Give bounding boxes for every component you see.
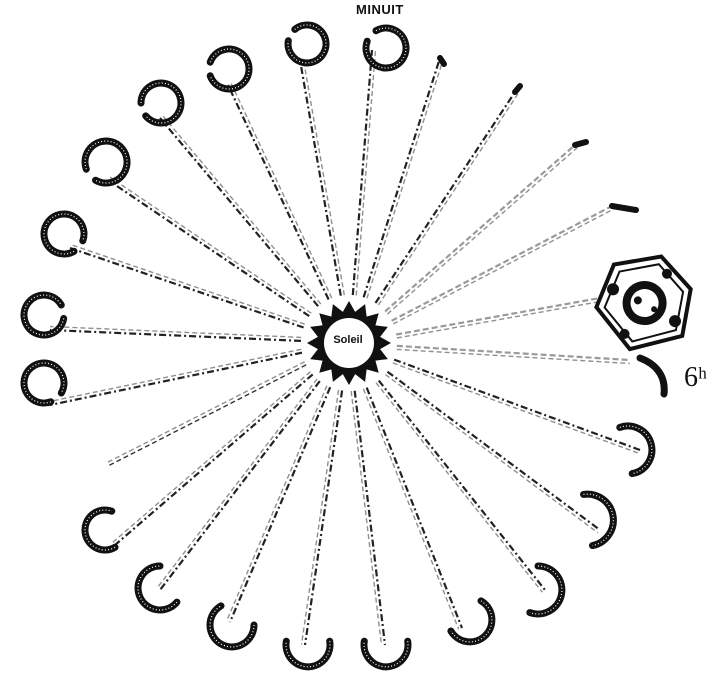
hook-icon <box>530 566 562 614</box>
hook-icon <box>286 641 330 667</box>
hook-icon <box>85 510 115 550</box>
sun-ray-edge <box>113 372 311 543</box>
sun-ray <box>394 360 640 450</box>
hour-label: 6ʰ <box>684 362 707 394</box>
sun-ray-edge <box>367 59 443 298</box>
sun-ray <box>160 118 318 306</box>
sun-ray-edge <box>378 94 518 305</box>
ray-tip <box>515 86 520 92</box>
hook-icon <box>584 494 614 545</box>
sun-ray-edge <box>49 349 301 401</box>
sun-ray <box>379 381 545 590</box>
sun-ray <box>230 387 330 622</box>
sun-ray-edge <box>397 301 601 338</box>
sun-ray-edge <box>363 389 458 629</box>
sun-label: Soleil <box>330 334 366 346</box>
sun-ray <box>392 206 612 321</box>
sun-ray-edge <box>376 383 542 592</box>
hook-icon <box>451 601 492 642</box>
sun-ray <box>108 365 306 466</box>
sun-ray <box>50 330 301 341</box>
sun-ray-edge <box>356 50 375 295</box>
sun-ray <box>115 374 313 545</box>
sun-ray-edge <box>397 349 630 363</box>
hook-icon <box>364 641 408 667</box>
sun-ray <box>355 391 385 645</box>
ray-tip <box>440 58 444 64</box>
sun-ray <box>305 391 342 646</box>
midnight-label: MINUIT <box>356 2 404 17</box>
hook-icon <box>138 566 177 610</box>
loop-icon <box>85 141 127 183</box>
sun-ray-edge <box>387 148 577 314</box>
sun-ray <box>385 145 575 311</box>
hook-icon <box>640 358 664 394</box>
sun-ray <box>397 346 630 360</box>
hook-icon <box>620 426 652 474</box>
sun-ray-edge <box>227 386 327 621</box>
sun-ray-edge <box>303 59 344 295</box>
sun-ray-edge <box>106 362 304 463</box>
ray-tip <box>612 206 636 210</box>
sun-ray <box>50 353 302 405</box>
sun-ray-edge <box>302 390 339 645</box>
sun-ray-edge <box>231 84 332 299</box>
sun-ray-edge <box>351 391 381 645</box>
sun-ray-edge <box>393 363 639 453</box>
ray-tip <box>575 142 586 145</box>
sun-ray <box>300 60 341 296</box>
sun-ray-edge <box>385 375 598 533</box>
loop-icon <box>24 295 64 335</box>
sun-ray <box>353 50 372 295</box>
flower-icon <box>588 250 700 354</box>
sun-ray-edge <box>163 116 321 304</box>
